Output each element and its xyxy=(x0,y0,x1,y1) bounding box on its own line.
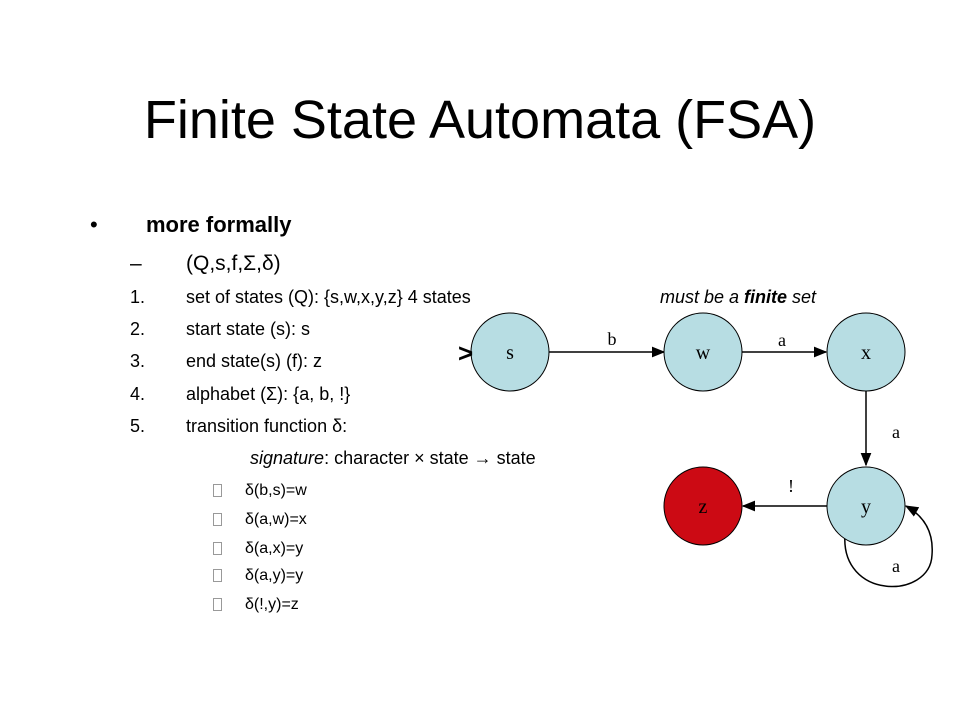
item-text: end state(s) (f): z xyxy=(186,351,323,371)
bullet-marker: • xyxy=(90,212,98,237)
edge-y-self-loop xyxy=(844,505,933,588)
edge-label-x-y: a xyxy=(892,422,900,442)
item-text: alphabet (Σ): {a, b, !} xyxy=(186,384,351,404)
edge-label-w-x: a xyxy=(778,330,786,350)
dash-marker: – xyxy=(130,252,142,275)
state-label-y: y xyxy=(861,496,871,518)
slide-title: Finite State Automata (FSA) xyxy=(143,90,817,150)
signature-label: signature xyxy=(250,448,325,468)
item-number: 3. xyxy=(130,351,146,371)
edge-label-s-w: b xyxy=(608,329,617,349)
note-suffix: set xyxy=(787,287,817,307)
state-z xyxy=(663,466,743,546)
item-number: 4. xyxy=(130,384,146,404)
state-w xyxy=(663,312,743,392)
state-label-s: s xyxy=(506,342,514,364)
state-x xyxy=(826,312,906,392)
state-label-z: z xyxy=(699,496,708,518)
transition-text: δ(b,s)=w xyxy=(245,482,307,499)
bullet-box-icon xyxy=(213,513,222,526)
bullet-box-icon xyxy=(213,569,222,582)
edge-label-y-y: a xyxy=(892,556,900,576)
signature-text: : character × state → state xyxy=(324,448,536,468)
finite-set-note: must be a finite set xyxy=(660,287,816,308)
state-label-x: x xyxy=(861,342,871,364)
transition-text: δ(a,x)=y xyxy=(245,540,304,557)
signature-line: signature: character × state → state xyxy=(250,448,536,469)
note-prefix: must be a xyxy=(660,287,745,307)
bullet-box-icon xyxy=(213,484,222,497)
state-s xyxy=(470,312,550,392)
transition-text: δ(a,w)=x xyxy=(245,511,307,528)
state-y xyxy=(826,466,906,546)
item-text: start state (s): s xyxy=(186,319,311,339)
item-text: set of states (Q): {s,w,x,y,z} 4 states xyxy=(186,287,471,307)
tuple-text: (Q,s,f,Σ,δ) xyxy=(186,252,281,275)
item-number: 2. xyxy=(130,319,146,339)
transition-text: δ(a,y)=y xyxy=(245,567,304,584)
note-emphasis: finite xyxy=(744,287,788,307)
bullet-box-icon xyxy=(213,542,222,555)
bullet-box-icon xyxy=(213,598,222,611)
state-label-w: w xyxy=(696,342,711,364)
start-marker: > xyxy=(458,338,473,368)
item-number: 5. xyxy=(130,416,146,436)
item-number: 1. xyxy=(130,287,146,307)
transition-text: δ(!,y)=z xyxy=(245,596,299,613)
item-text: transition function δ: xyxy=(186,416,348,436)
edge-label-y-z: ! xyxy=(788,476,794,496)
bullet-text: more formally xyxy=(146,212,292,237)
